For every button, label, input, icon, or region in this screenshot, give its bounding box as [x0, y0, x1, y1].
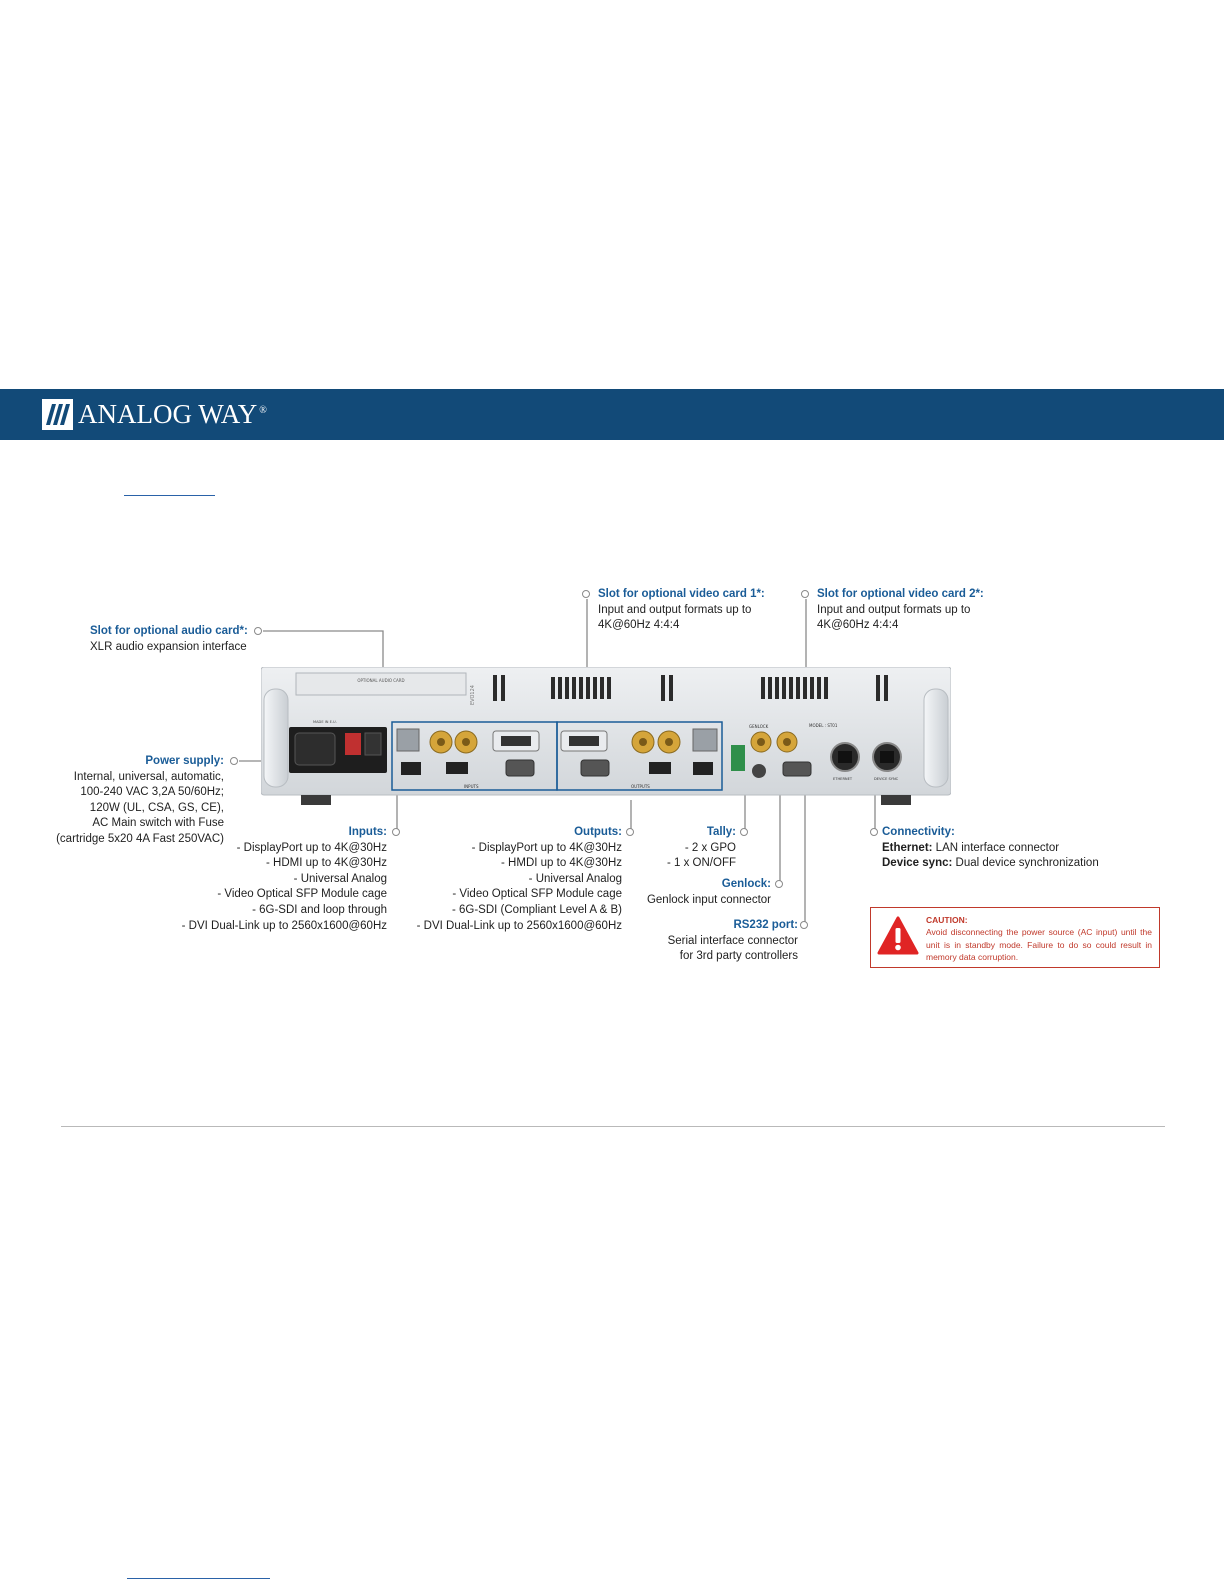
annotation-video-card-2: Slot for optional video card 2*: Input a…: [817, 587, 984, 634]
device-label-model: MODEL : ST01: [809, 723, 838, 728]
callout-dot-video2: [801, 590, 809, 598]
device-label-ethernet: ETHERNET: [833, 777, 853, 781]
caution-text: CAUTION: Avoid disconnecting the power s…: [926, 914, 1152, 963]
device-label-model-name: EVO124: [470, 685, 476, 705]
annotation-genlock-title: Genlock:: [721, 878, 771, 890]
link-underline-top[interactable]: [124, 495, 215, 496]
callout-dot-audio: [254, 627, 262, 635]
annotation-inputs-line: - HDMI up to 4K@30Hz: [266, 857, 387, 870]
annotation-ethernet-label: Ethernet:: [882, 841, 933, 854]
annotation-audio-card-line: XLR audio expansion interface: [90, 640, 247, 653]
device-rear-panel-image: OPTIONAL AUDIO CARD EVO124 MADE IN E.U. …: [261, 667, 951, 805]
annotation-power-supply-line: (cartridge 5x20 4A Fast 250VAC): [56, 832, 224, 845]
annotation-tally-line: - 1 x ON/OFF: [667, 857, 736, 870]
annotation-video-card-2-line: Input and output formats up to: [817, 603, 971, 616]
caution-body: Avoid disconnecting the power source (AC…: [926, 927, 1152, 962]
annotation-inputs-line: - Video Optical SFP Module cage: [217, 888, 387, 901]
annotation-ethernet-text: LAN interface connector: [932, 841, 1060, 854]
brand-header: ANALOG WAY®: [0, 389, 1224, 440]
annotation-genlock: Genlock: Genlock input connector: [647, 877, 771, 908]
annotation-inputs-line: - DisplayPort up to 4K@30Hz: [236, 841, 387, 854]
annotation-video-card-2-title: Slot for optional video card 2*:: [817, 588, 984, 600]
annotation-inputs-title: Inputs:: [348, 826, 387, 838]
annotation-connectivity-title: Connectivity:: [882, 826, 955, 838]
annotation-inputs: Inputs: - DisplayPort up to 4K@30Hz - HD…: [182, 825, 387, 934]
callout-dot-connectivity: [870, 828, 878, 836]
annotation-outputs-line: - DisplayPort up to 4K@30Hz: [471, 841, 622, 854]
annotation-audio-card-title: Slot for optional audio card*:: [90, 625, 248, 637]
callout-dot-rs232: [800, 921, 808, 929]
annotation-outputs-line: - 6G-SDI (Compliant Level A & B): [451, 903, 622, 916]
annotation-video-card-2-line: 4K@60Hz 4:4:4: [817, 619, 899, 632]
annotation-outputs-line: - HMDI up to 4K@30Hz: [501, 857, 622, 870]
annotation-power-supply-line: Internal, universal, automatic,: [73, 770, 224, 783]
annotation-outputs-line: - DVI Dual-Link up to 2560x1600@60Hz: [416, 919, 622, 932]
annotation-rs232-line: Serial interface connector: [667, 934, 798, 947]
annotation-rs232: RS232 port: Serial interface connector f…: [668, 918, 798, 965]
annotation-connectivity: Connectivity: Ethernet: LAN interface co…: [882, 825, 1099, 872]
caution-title: CAUTION:: [926, 915, 968, 925]
annotation-rs232-title: RS232 port:: [733, 919, 798, 931]
annotation-outputs-line: - Universal Analog: [528, 872, 622, 885]
annotation-video-card-1-line: 4K@60Hz 4:4:4: [598, 619, 680, 632]
annotation-tally: Tally: - 2 x GPO - 1 x ON/OFF: [667, 825, 736, 872]
annotation-tally-line: - 2 x GPO: [684, 841, 736, 854]
annotation-power-supply-line: AC Main switch with Fuse: [92, 817, 224, 830]
caution-box: CAUTION: Avoid disconnecting the power s…: [870, 907, 1160, 968]
annotation-outputs: Outputs: - DisplayPort up to 4K@30Hz - H…: [417, 825, 622, 934]
annotation-power-supply-title: Power supply:: [145, 755, 224, 767]
callout-dot-genlock: [775, 880, 783, 888]
annotation-power-supply-line: 120W (UL, CSA, GS, CE),: [89, 801, 224, 814]
analog-way-logo-icon: [42, 399, 73, 430]
device-label-inputs: INPUTS: [464, 784, 479, 789]
annotation-inputs-line: - 6G-SDI and loop through: [252, 903, 387, 916]
callout-dot-video1: [582, 590, 590, 598]
annotation-sync-label: Device sync:: [882, 857, 953, 870]
link-underline-bottom[interactable]: [127, 1578, 270, 1579]
annotation-genlock-line: Genlock input connector: [646, 893, 771, 906]
annotation-tally-title: Tally:: [706, 826, 736, 838]
device-label-device-sync: DEVICE SYNC: [874, 777, 899, 781]
annotation-audio-card: Slot for optional audio card*: XLR audio…: [90, 624, 248, 655]
callout-dot-outputs: [626, 828, 634, 836]
callout-dot-tally: [740, 828, 748, 836]
callout-dot-inputs: [392, 828, 400, 836]
annotation-power-supply-line: 100-240 VAC 3,2A 50/60Hz;: [80, 786, 224, 799]
device-label-made-in: MADE IN E.U.: [313, 720, 337, 724]
brand-name: ANALOG WAY®: [78, 399, 267, 429]
annotation-video-card-1-title: Slot for optional video card 1*:: [598, 588, 765, 600]
annotation-video-card-1: Slot for optional video card 1*: Input a…: [598, 587, 765, 634]
callout-dot-power: [230, 757, 238, 765]
annotation-sync-text: Dual device synchronization: [952, 857, 1099, 870]
section-divider: [61, 1126, 1165, 1127]
warning-triangle-icon: [877, 916, 919, 955]
annotation-rs232-line: for 3rd party controllers: [679, 950, 798, 963]
annotation-power-supply: Power supply: Internal, universal, autom…: [56, 754, 224, 848]
annotation-video-card-1-line: Input and output formats up to: [598, 603, 752, 616]
annotation-inputs-line: - Universal Analog: [293, 872, 387, 885]
annotation-inputs-line: - DVI Dual-Link up to 2560x1600@60Hz: [181, 919, 387, 932]
annotation-outputs-line: - Video Optical SFP Module cage: [452, 888, 622, 901]
device-label-outputs: OUTPUTS: [631, 784, 650, 789]
device-label-genlock: GENLOCK: [749, 724, 769, 729]
device-label-audio-card: OPTIONAL AUDIO CARD: [357, 678, 404, 683]
annotation-outputs-title: Outputs:: [574, 826, 622, 838]
